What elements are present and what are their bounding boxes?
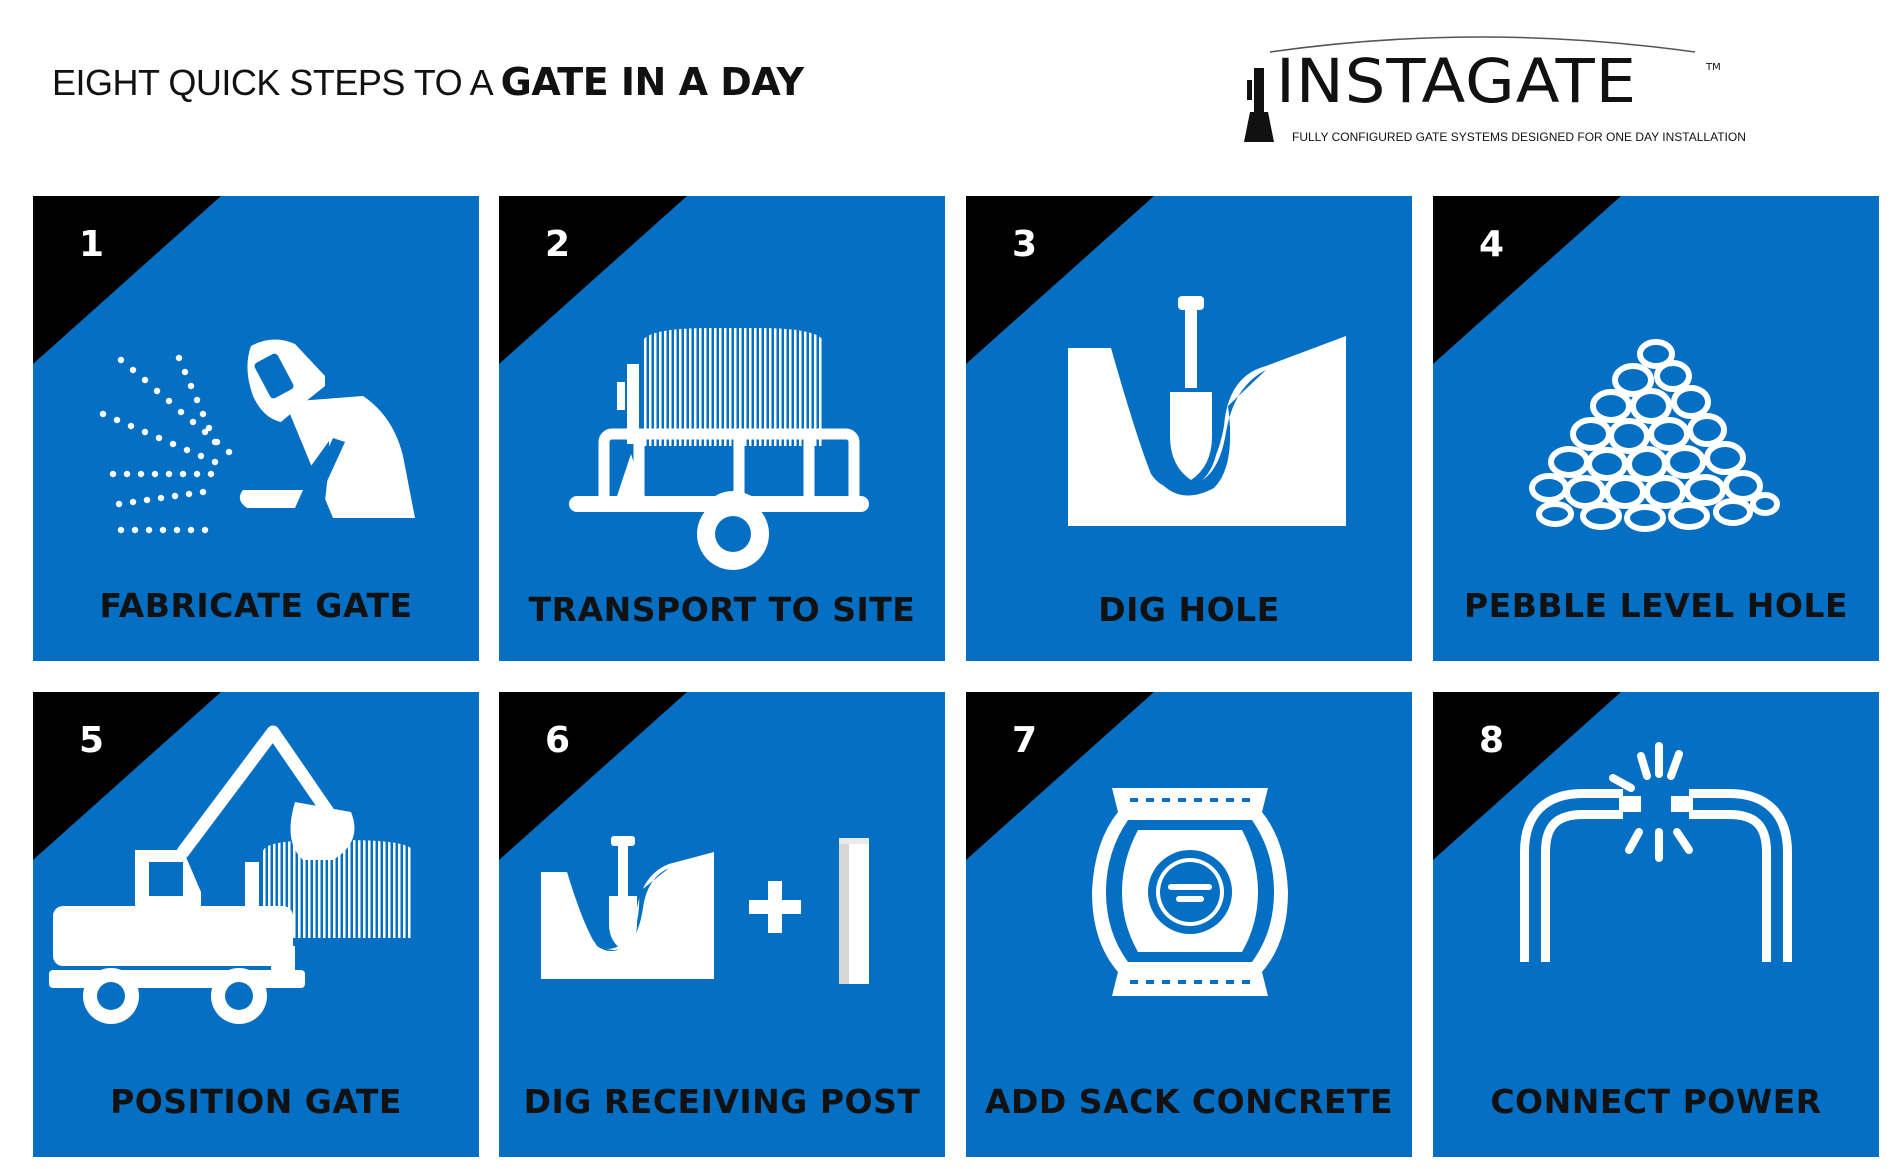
corner-triangle	[499, 196, 687, 364]
corner-triangle	[966, 196, 1154, 364]
hole-plus-post-icon	[541, 836, 869, 984]
corner-triangle	[966, 692, 1154, 860]
step-number: 4	[1479, 224, 1505, 265]
gate-post-icon	[1244, 36, 1696, 142]
logo-trademark: TM	[1706, 62, 1721, 73]
step-label: PEBBLE LEVEL HOLE	[1463, 586, 1848, 625]
instagate-logo: INSTAGATE TM FULLY CONFIGURED GATE SYSTE…	[1240, 30, 1746, 150]
page-headline: EIGHT QUICK STEPS TO A GATE IN A DAY	[52, 60, 804, 104]
step-number: 1	[79, 224, 105, 265]
step-number: 5	[79, 720, 105, 761]
concrete-sack-icon	[1092, 788, 1288, 996]
pebble-pile-icon	[1529, 339, 1780, 532]
step-label: DIG HOLE	[1098, 590, 1280, 629]
corner-triangle	[33, 692, 221, 860]
step-tile-5: 5 POSITION GATE	[33, 692, 479, 1157]
step-tile-2: 2 TRANSPORT TO SITE	[499, 196, 945, 661]
step-number: 6	[545, 720, 571, 761]
trailer-icon	[569, 328, 869, 570]
step-tile-7: 7 ADD SACK CONCRETE	[966, 692, 1412, 1157]
step-label: TRANSPORT TO SITE	[528, 590, 916, 629]
power-conduit-icon	[1520, 742, 1792, 968]
step-label: CONNECT POWER	[1490, 1082, 1822, 1121]
logo-wordmark: INSTAGATE	[1276, 46, 1638, 118]
step-tile-4: 4 PEBBLE LEVEL HOLE	[1433, 196, 1879, 661]
corner-triangle	[1433, 196, 1621, 364]
corner-triangle	[33, 196, 221, 364]
step-number: 8	[1479, 720, 1505, 761]
step-label: POSITION GATE	[110, 1082, 402, 1121]
step-tile-6: 6 DIG RECEIVING POST	[499, 692, 945, 1157]
step-label: FABRICATE GATE	[99, 586, 413, 625]
step-tile-8: 8 CONNECT POWER	[1433, 692, 1879, 1157]
excavator-icon	[49, 725, 413, 1024]
corner-triangle	[499, 692, 687, 860]
corner-triangle	[1433, 692, 1621, 860]
step-number: 7	[1012, 720, 1038, 761]
logo-tagline: FULLY CONFIGURED GATE SYSTEMS DESIGNED F…	[1292, 130, 1746, 144]
step-label: DIG RECEIVING POST	[523, 1082, 921, 1121]
step-tile-3: 3 DIG HOLE	[966, 196, 1412, 661]
step-number: 2	[545, 224, 571, 265]
step-tile-1: 1 FABRICATE GATE	[33, 196, 479, 661]
headline-light: EIGHT QUICK STEPS TO A	[52, 62, 492, 103]
shovel-hole-icon	[1068, 296, 1346, 526]
step-number: 3	[1012, 224, 1038, 265]
headline-bold: GATE IN A DAY	[500, 60, 804, 104]
step-label: ADD SACK CONCRETE	[984, 1082, 1393, 1121]
welder-icon	[99, 339, 415, 534]
